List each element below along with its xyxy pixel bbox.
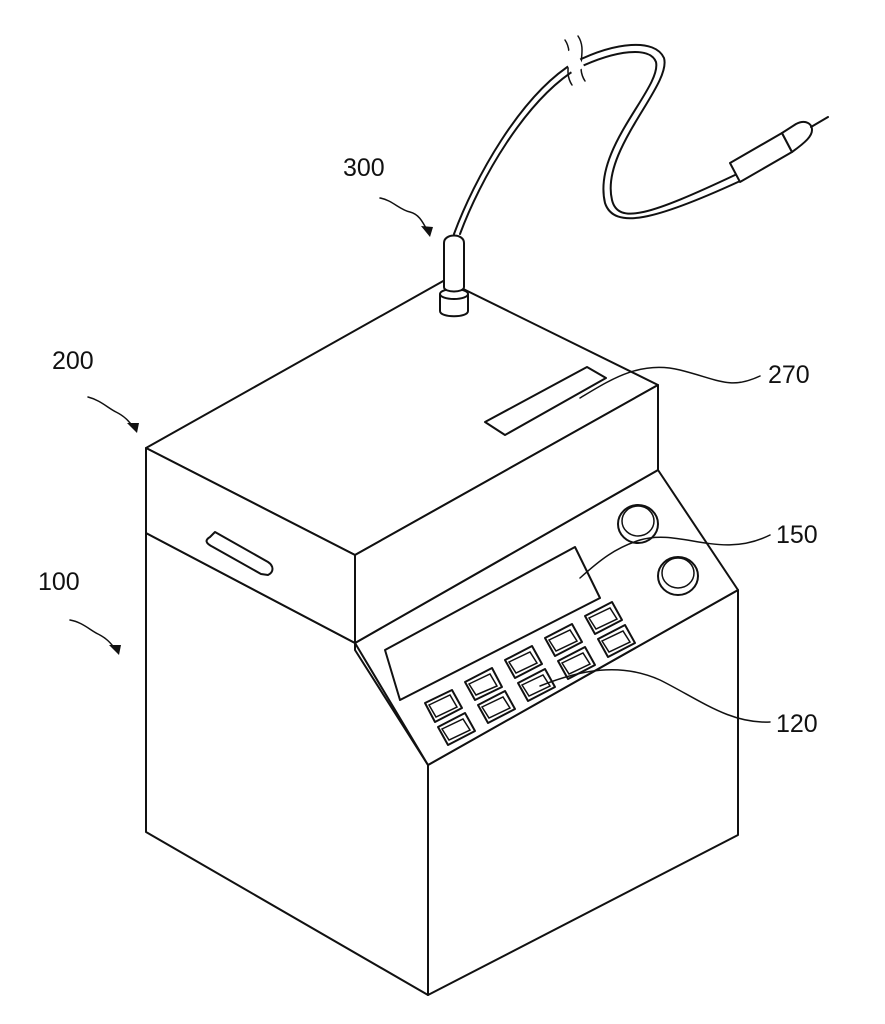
keypad-button bbox=[477, 690, 516, 724]
keypad-button bbox=[557, 646, 596, 680]
display-screen bbox=[384, 546, 601, 701]
keypad-button bbox=[437, 712, 476, 746]
leader-lines bbox=[69, 197, 771, 723]
keypad-button bbox=[504, 645, 543, 679]
label-probe: 300 bbox=[343, 154, 385, 182]
probe-connector bbox=[443, 234, 465, 293]
lid-window bbox=[484, 366, 607, 436]
keypad-button bbox=[424, 689, 463, 723]
label-lid: 200 bbox=[52, 347, 94, 375]
knob-lower bbox=[657, 556, 699, 596]
keypad-button bbox=[517, 668, 556, 702]
label-keypad: 120 bbox=[776, 710, 818, 738]
label-device-body: 100 bbox=[38, 568, 80, 596]
probe-cable bbox=[453, 43, 736, 235]
lid-handle bbox=[205, 531, 274, 576]
probe bbox=[439, 35, 829, 318]
lid-right-face bbox=[354, 384, 659, 644]
label-lid-window: 270 bbox=[768, 361, 810, 389]
keypad-button bbox=[597, 624, 636, 658]
label-display: 150 bbox=[776, 521, 818, 549]
keypad-button bbox=[464, 667, 503, 701]
probe-connector-base bbox=[439, 293, 469, 318]
probe-handle bbox=[729, 132, 793, 183]
keypad-button bbox=[544, 623, 583, 657]
keypad-button bbox=[584, 601, 623, 635]
probe-tip bbox=[781, 120, 813, 153]
knobs bbox=[617, 504, 699, 596]
lid bbox=[145, 279, 659, 644]
keypad bbox=[424, 601, 636, 746]
